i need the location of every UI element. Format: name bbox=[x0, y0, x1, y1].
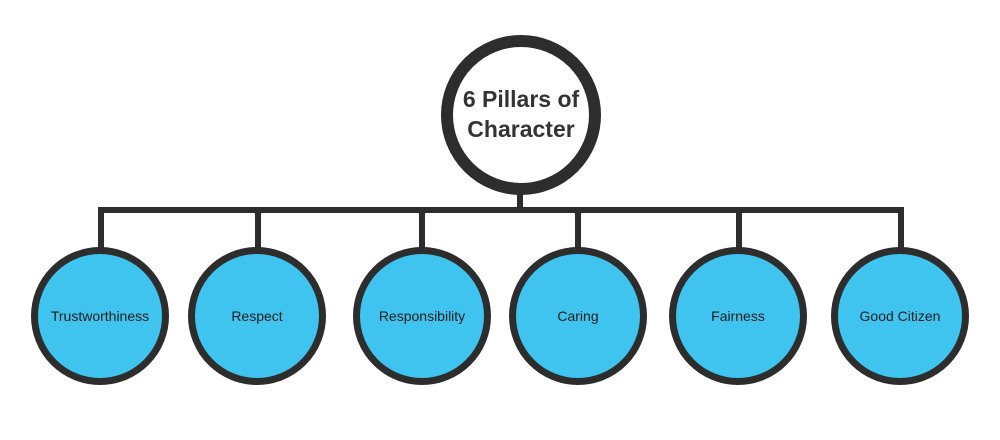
pillar-connector-trustworthiness bbox=[98, 207, 104, 251]
pillar-connector-good-citizen bbox=[898, 207, 904, 251]
pillar-label: Caring bbox=[557, 308, 599, 324]
pillar-node-caring: Caring bbox=[509, 247, 647, 385]
pillar-connector-responsibility bbox=[419, 207, 425, 251]
root-node: 6 Pillars of Character bbox=[441, 35, 601, 195]
pillar-label: Good Citizen bbox=[859, 308, 941, 324]
pillar-node-good-citizen: Good Citizen bbox=[831, 247, 969, 385]
pillar-connector-caring bbox=[575, 207, 581, 251]
pillar-node-respect: Respect bbox=[188, 247, 326, 385]
pillar-label: Trustworthiness bbox=[50, 308, 150, 324]
pillar-label: Respect bbox=[231, 308, 283, 324]
pillar-connector-respect bbox=[255, 207, 261, 251]
pillar-connector-fairness bbox=[736, 207, 742, 251]
horizontal-bus-connector bbox=[98, 207, 904, 213]
root-stem-connector bbox=[517, 190, 523, 210]
pillar-label: Fairness bbox=[711, 308, 765, 324]
pillar-node-trustworthiness: Trustworthiness bbox=[31, 247, 169, 385]
pillar-node-fairness: Fairness bbox=[669, 247, 807, 385]
root-title: 6 Pillars of Character bbox=[462, 86, 580, 142]
pillar-node-responsibility: Responsibility bbox=[353, 247, 491, 385]
pillar-label: Responsibility bbox=[378, 308, 466, 324]
